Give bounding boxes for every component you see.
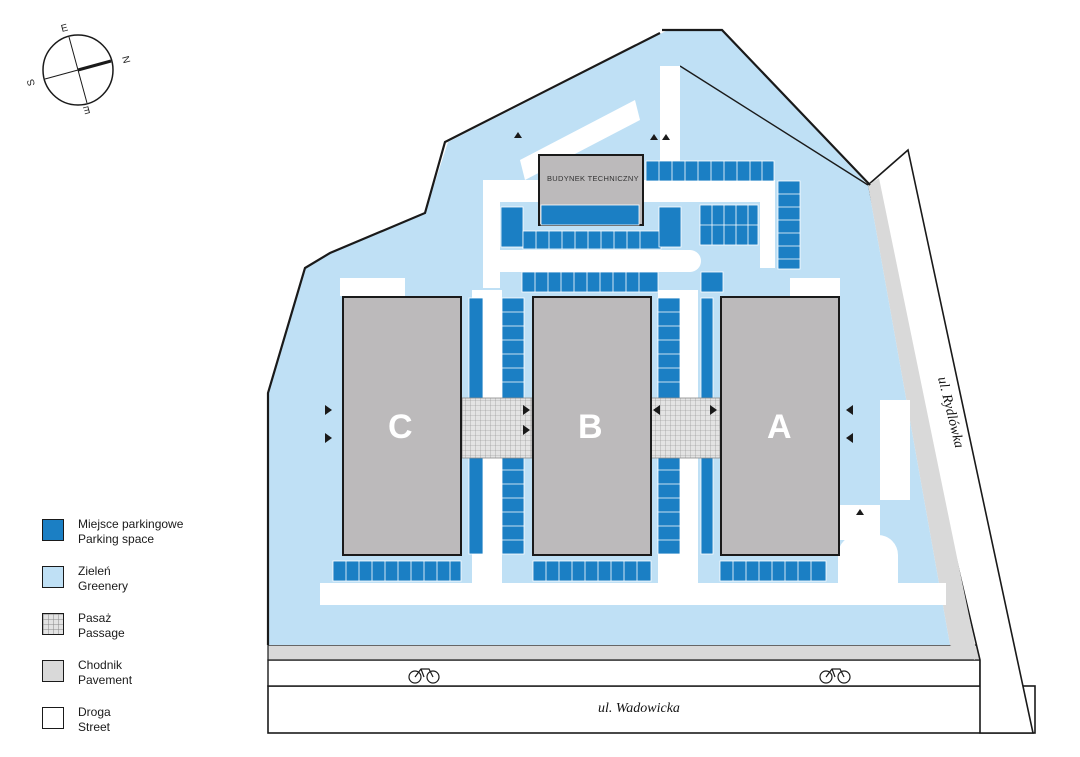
building-c: C: [342, 296, 462, 556]
legend-pavement-en: Pavement: [78, 673, 133, 687]
parking-dividers: [345, 161, 812, 581]
greenery-swatch-icon: [42, 566, 64, 588]
compass-north-label: N: [119, 55, 131, 65]
building-a: A: [720, 296, 840, 556]
pavement-south: [267, 644, 981, 661]
building-c-label: C: [388, 408, 413, 446]
legend-street-en: Street: [78, 720, 111, 734]
legend-passage-pl: Pasaż: [78, 611, 112, 625]
compass-south-label: S: [25, 77, 37, 87]
technical-building-label: BUDYNEK TECHNICZNY: [547, 174, 639, 183]
street-rydlowka: ul. Rydlówka: [867, 148, 1034, 734]
passage-ba: [629, 397, 741, 459]
building-a-label: A: [767, 408, 792, 446]
street-swatch-icon: [42, 707, 64, 729]
legend-passage-en: Passage: [78, 626, 125, 640]
parking-swatch-icon: [42, 519, 64, 541]
legend-greenery-en: Greenery: [78, 579, 129, 593]
street-wadowicka: ul. Wadowicka: [267, 685, 1036, 734]
building-b: B: [532, 296, 652, 556]
compass-west-label: E: [60, 22, 70, 34]
street-label-wadowicka: ul. Wadowicka: [598, 701, 680, 716]
technical-building: BUDYNEK TECHNICZNY: [538, 154, 644, 226]
building-b-label: B: [578, 408, 603, 446]
legend-parking-pl: Miejsce parkingowe: [78, 517, 184, 531]
legend-pavement-pl: Chodnik: [78, 658, 123, 672]
pavement-swatch-icon: [42, 660, 64, 682]
bike-path: [267, 659, 981, 687]
passage-swatch-icon: [42, 613, 64, 635]
compass-east-label: E: [81, 103, 91, 115]
bicycle-icon: [408, 668, 851, 684]
parking-spaces: [332, 160, 827, 582]
entrance-arrow-icon: [325, 132, 864, 515]
legend-street-pl: Droga: [78, 705, 111, 719]
compass-icon: N E S E: [25, 22, 131, 115]
legend-parking-en: Parking space: [78, 532, 155, 546]
legend-greenery-pl: Zieleń: [78, 564, 111, 578]
